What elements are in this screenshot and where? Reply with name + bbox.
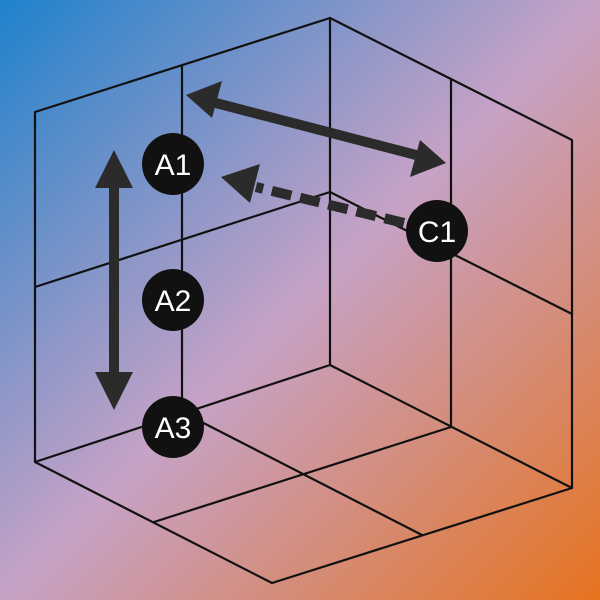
node-a1-label: A1 xyxy=(155,149,192,182)
arrow-a1-c1-head-left xyxy=(186,81,222,118)
arrow-c1-a1-dashed-shaft xyxy=(254,182,406,228)
relation-arrows xyxy=(95,81,446,410)
node-a1: A1 xyxy=(142,133,204,195)
node-a3-label: A3 xyxy=(155,412,192,445)
left-wall-horizontal-divider xyxy=(33,190,332,289)
arrow-a1-a3-head-up xyxy=(95,150,133,188)
node-c1-label: C1 xyxy=(418,216,456,249)
node-a3: A3 xyxy=(142,396,204,458)
floor-divider-2 xyxy=(152,425,453,524)
floor-outline xyxy=(33,460,574,585)
node-a2-label: A2 xyxy=(155,285,192,318)
floor-divider-1 xyxy=(180,410,424,537)
arrow-a1-c1-head-right xyxy=(410,140,446,177)
node-c1: C1 xyxy=(406,200,468,262)
nodes: A1 A2 A3 C1 xyxy=(142,133,468,458)
arrow-c1-a1-head xyxy=(221,164,260,203)
node-a2: A2 xyxy=(142,269,204,331)
arrow-a1-c1-shaft xyxy=(210,97,422,161)
arrow-a1-a3-head-down xyxy=(95,372,133,410)
